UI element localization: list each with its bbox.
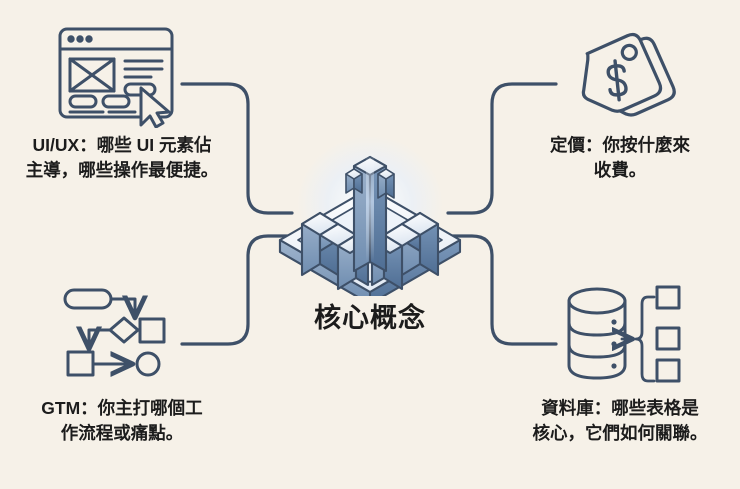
branch-gtm-line1: GTM：你主打哪個工 [41, 398, 203, 418]
branch-ui-ux-line1: UI/UX：哪些 UI 元素佔 [32, 135, 212, 155]
branch-ui-ux-line2: 主導，哪些操作最便捷。 [25, 160, 219, 181]
branch-pricing-line1: 定價：你按什麼來 [550, 135, 690, 155]
flowchart-icon [63, 288, 166, 382]
center-label: 核心概念 [314, 303, 426, 333]
isometric-blocks-icon [278, 152, 462, 296]
branch-ui-ux-label: UI/UX：哪些 UI 元素佔 主導，哪些操作最便捷。 [4, 133, 240, 184]
branch-database-line1: 資料庫：哪些表格是 [541, 398, 699, 418]
branch-pricing-label: 定價：你按什麼來 收費。 [506, 133, 734, 184]
database-schema-icon [567, 285, 681, 383]
branch-gtm-line2: 作流程或痛點。 [60, 423, 184, 444]
branch-database-line2: 核心，它們如何關聯。 [532, 423, 708, 444]
price-tag-dollar-icon [581, 32, 676, 117]
branch-pricing-line2: 收費。 [593, 160, 647, 181]
branch-gtm-label: GTM：你主打哪個工 作流程或痛點。 [4, 396, 240, 447]
wireframe-browser-cursor-icon [58, 27, 174, 128]
branch-database-label: 資料庫：哪些表格是 核心，它們如何關聯。 [506, 396, 734, 447]
center-node [268, 112, 472, 296]
